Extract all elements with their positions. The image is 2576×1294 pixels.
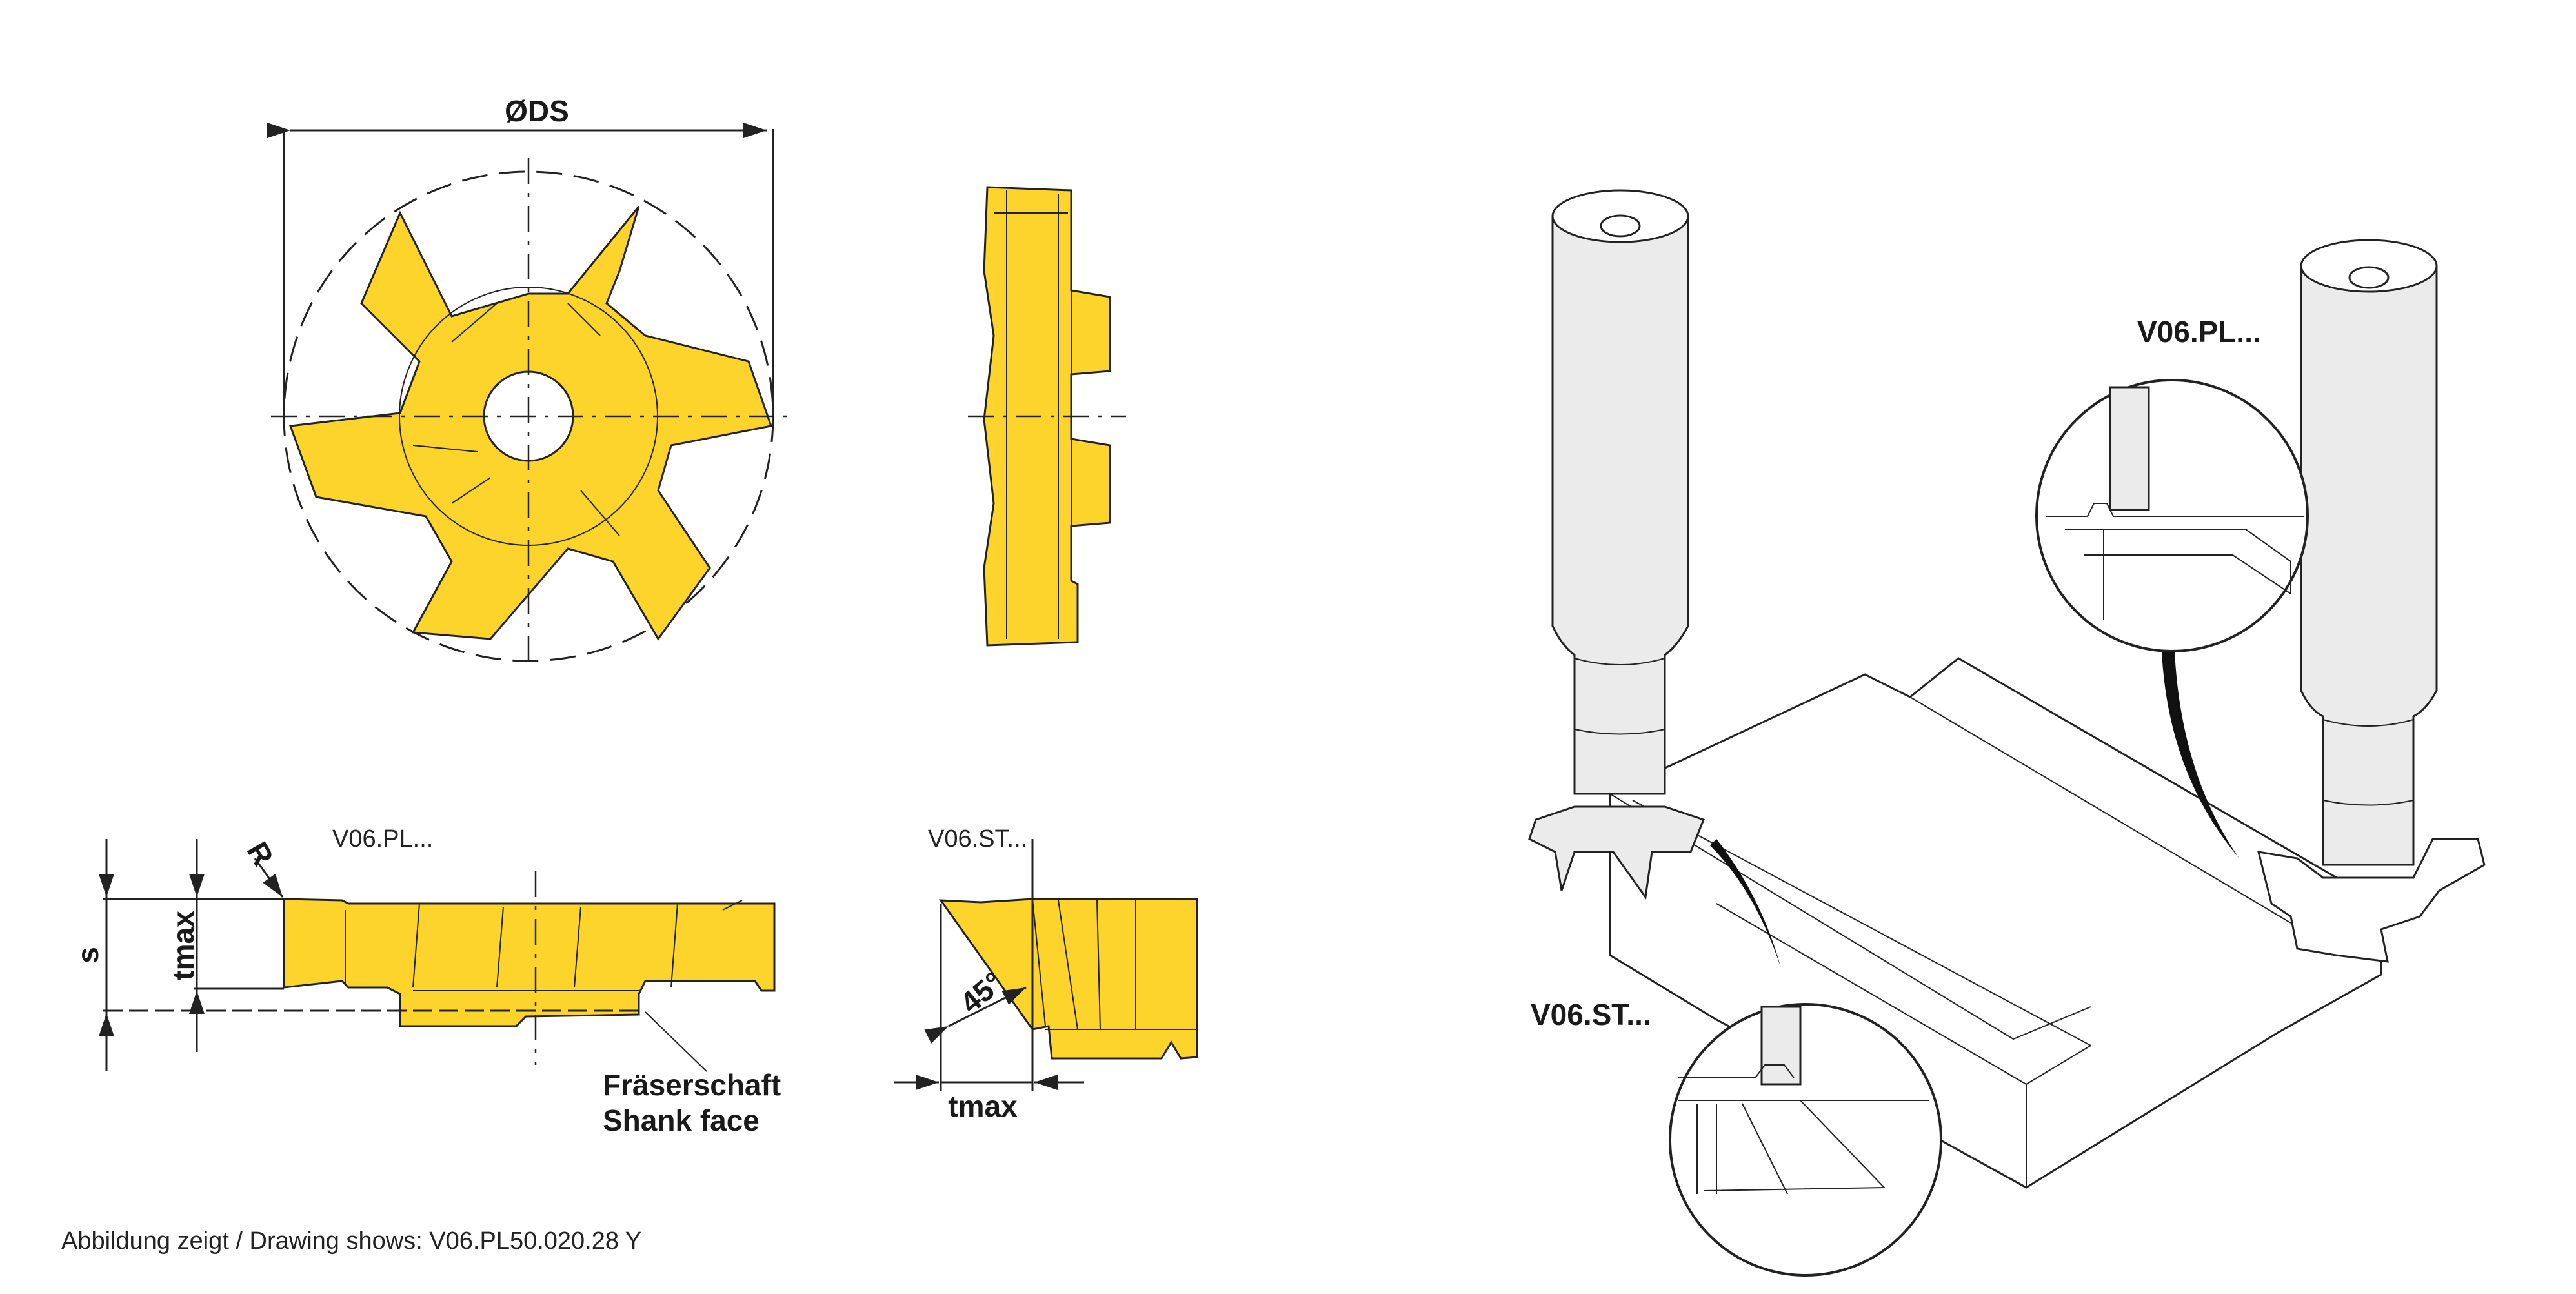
left-tool (1528, 189, 1705, 900)
shank-label-en: Shank face (603, 1104, 760, 1137)
caption: Abbildung zeigt / Drawing shows: V06.PL5… (61, 1228, 641, 1255)
st-detail-circle (1669, 1003, 1942, 1277)
insert-top-view: ØDS (267, 94, 790, 671)
profile-pl-title: V06.PL... (332, 825, 433, 853)
profile-st-title: V06.ST... (928, 825, 1027, 853)
shank-label-de: Fräserschaft (603, 1068, 781, 1102)
profile-pl-view: V06.PL... s tmax R Fräserschaft Shank fa… (71, 825, 781, 1137)
st-callout-label: V06.ST... (1531, 998, 1651, 1031)
application-illustration: V06.PL... V06.ST... (1528, 189, 2486, 1277)
pl-detail-circle (2035, 379, 2309, 652)
pl-callout-label: V06.PL... (2137, 315, 2261, 349)
right-tool (2257, 239, 2486, 963)
radius-label: R (241, 836, 281, 871)
st-tmax-label: tmax (948, 1089, 1018, 1123)
s-label: s (71, 947, 105, 964)
insert-side-view (968, 186, 1126, 647)
profile-st-view: V06.ST... 45° tmax (894, 825, 1198, 1123)
diameter-label: ØDS (505, 94, 569, 128)
tmax-label: tmax (166, 911, 200, 980)
